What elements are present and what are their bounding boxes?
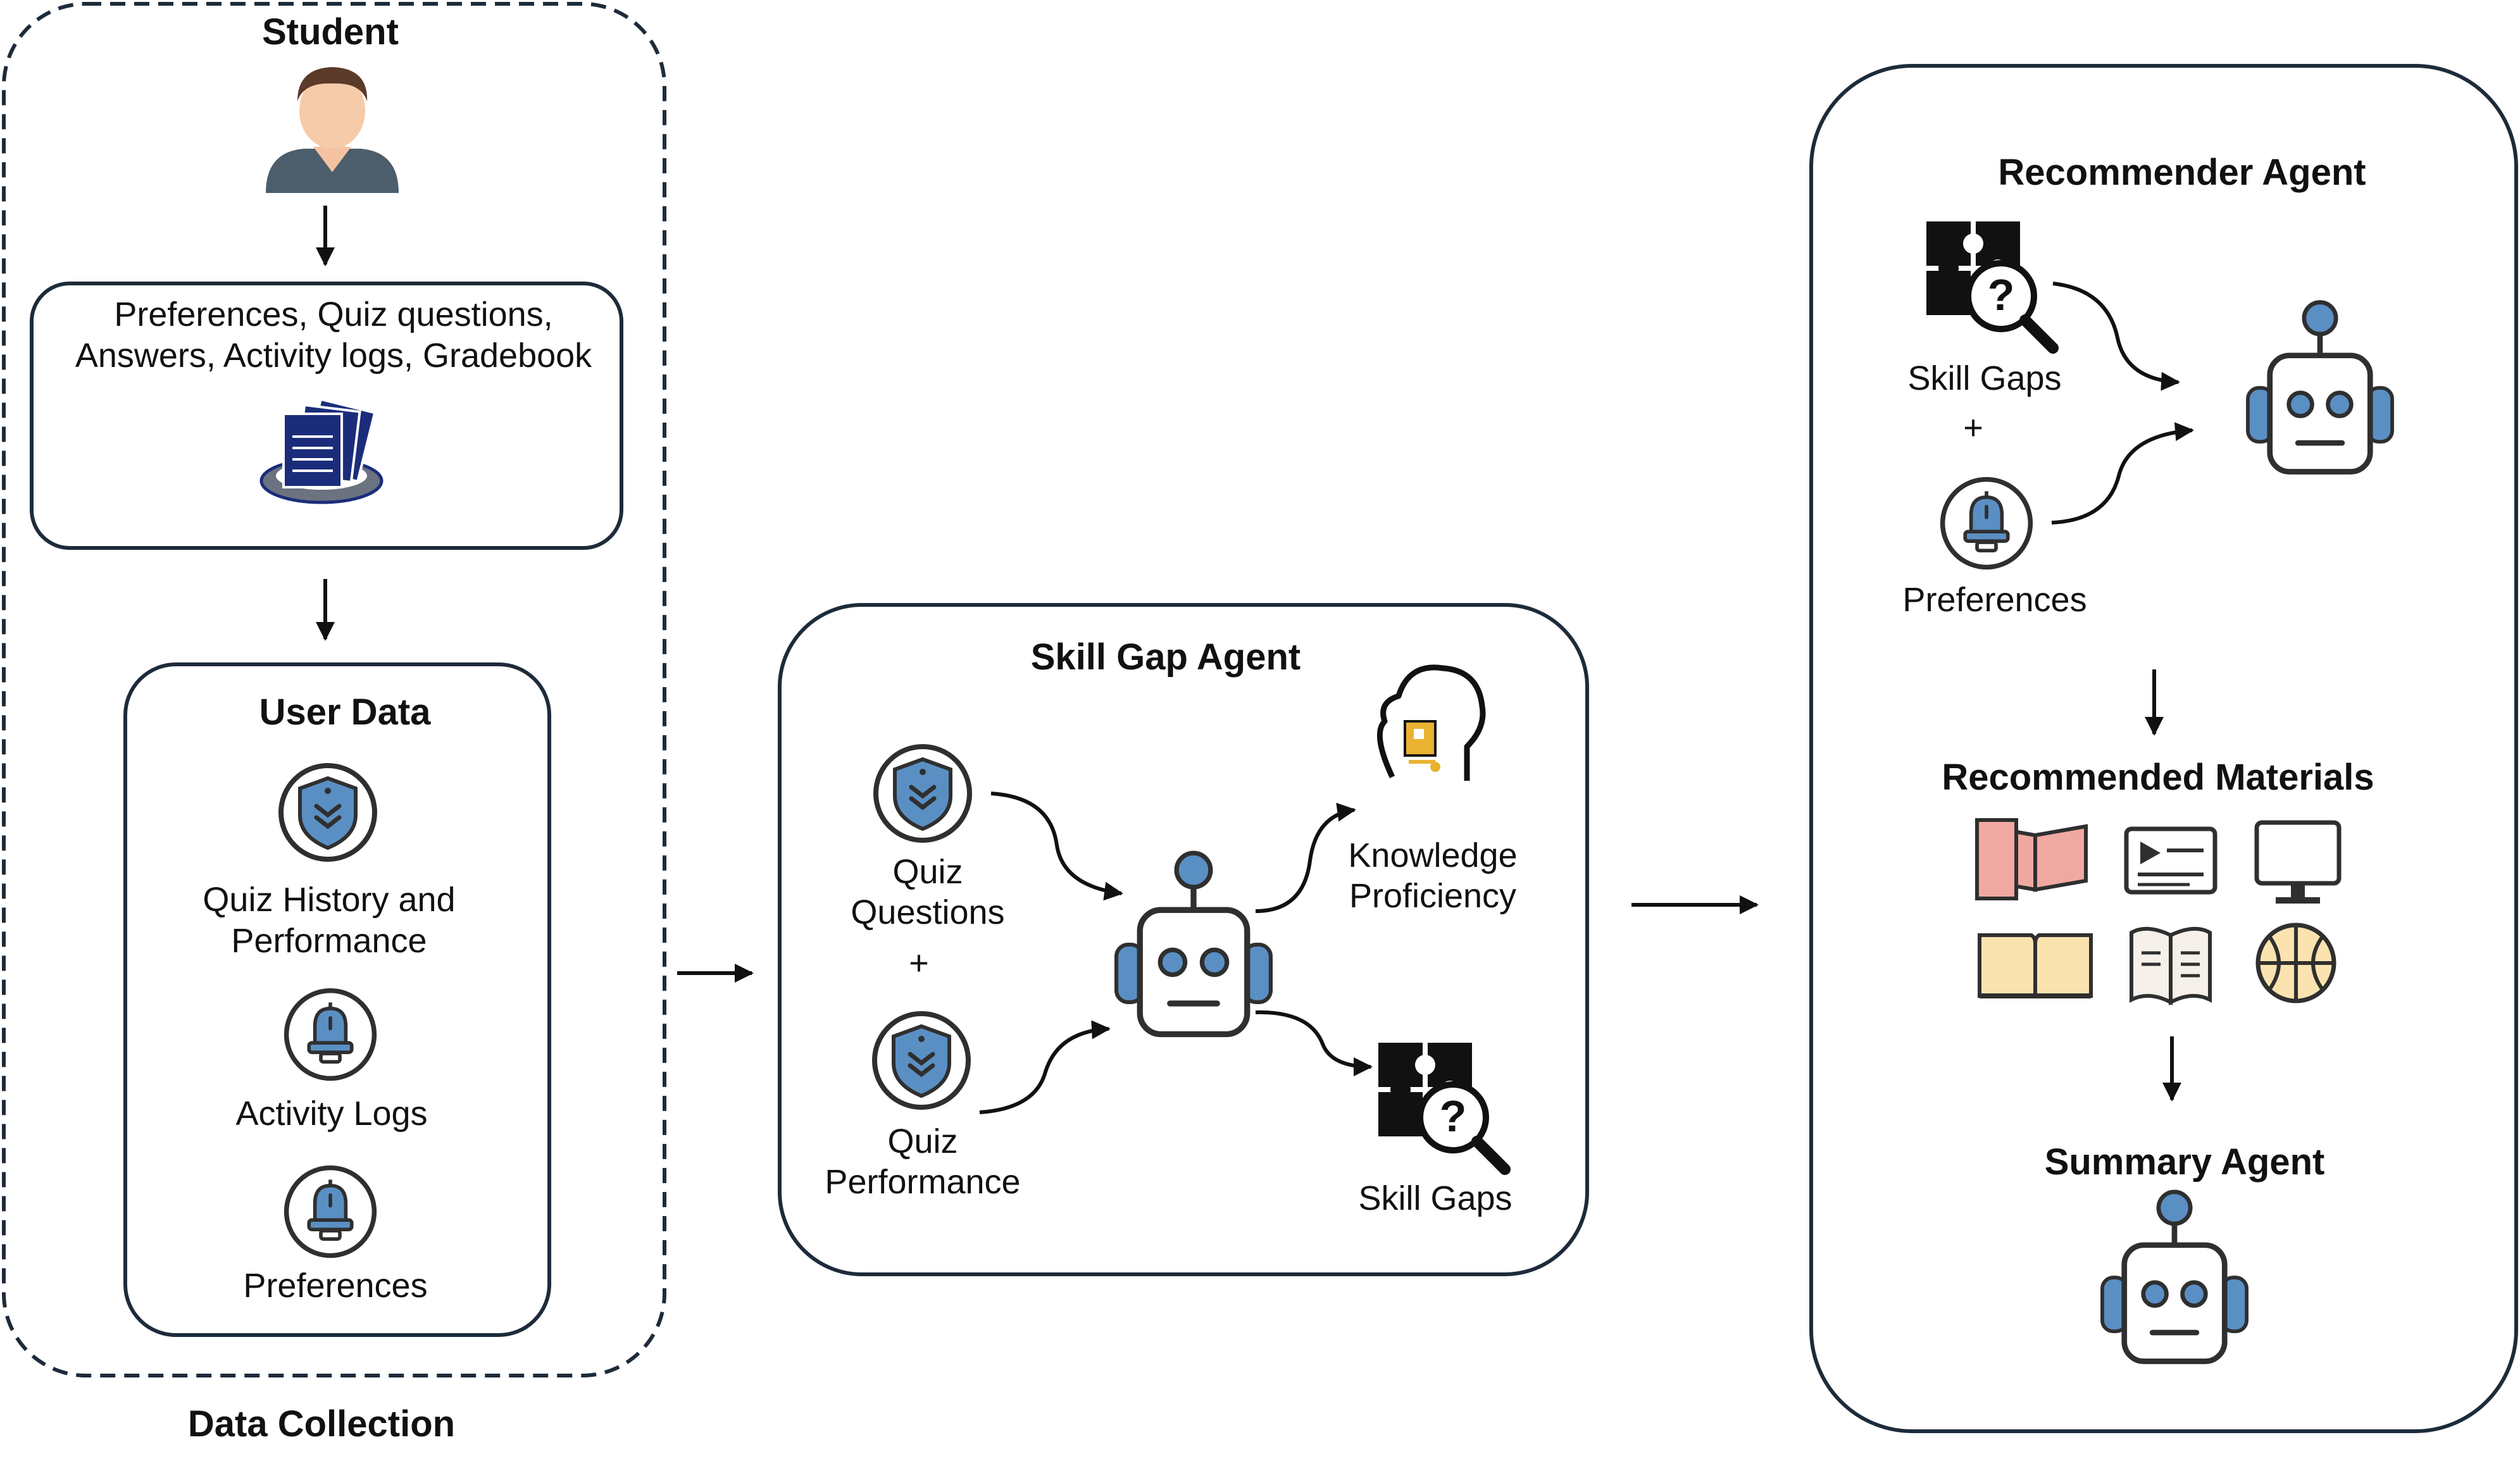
- input-quiz-performance-line1: Quiz: [887, 1122, 957, 1160]
- arrow-robot-to-proficiency: [1255, 802, 1356, 913]
- summary-agent-title: Summary Agent: [2045, 1141, 2325, 1183]
- user-data-item-3: Preferences: [243, 1267, 427, 1305]
- recommender-panel: Recommender Agent Skill Gaps + Preferenc…: [1809, 64, 2518, 1433]
- shield-badge-icon: [281, 766, 375, 859]
- user-data-item-1-line1: Quiz History and: [203, 881, 455, 919]
- user-data-item-2: Activity Logs: [235, 1095, 427, 1133]
- user-data-item-1-line2: Performance: [231, 922, 427, 960]
- recommender-input-preferences: Preferences: [1902, 581, 2086, 619]
- output-skill-gaps: Skill Gaps: [1358, 1179, 1512, 1217]
- reading-book-icon: [2130, 926, 2212, 1005]
- ball-icon: [2255, 923, 2336, 1004]
- bell-badge-icon: [287, 1168, 375, 1256]
- open-book-icon: [1978, 933, 2093, 998]
- input-quiz-questions-line2: Questions: [851, 893, 1004, 931]
- student-avatar-icon: [266, 67, 399, 193]
- shield-badge-icon: [875, 1014, 968, 1107]
- recommended-materials-title: Recommended Materials: [1942, 757, 2374, 798]
- arrow-skillgaps-to-recommender-robot: [2052, 282, 2180, 391]
- brain-book-icon: [1376, 664, 1486, 781]
- recommender-box: [1809, 64, 2518, 1433]
- bell-badge-icon: [1943, 480, 2031, 568]
- data-collection-title: Data Collection: [188, 1403, 455, 1445]
- skill-gap-agent-title: Skill Gap Agent: [1031, 637, 1301, 678]
- documents-stack-icon: [259, 397, 384, 504]
- arrow-robot-to-skillgaps: [1255, 1010, 1373, 1076]
- plus-sign: +: [1963, 409, 1983, 447]
- student-label: Student: [262, 11, 399, 53]
- sources-text-line1: Preferences, Quiz questions,: [114, 295, 552, 333]
- video-slide-icon: [2124, 826, 2217, 895]
- data-collection-border: [2, 2, 666, 1377]
- input-quiz-questions-line1: Quiz: [892, 853, 963, 891]
- arrow-questions-to-robot: [990, 792, 1123, 901]
- shield-badge-icon: [876, 747, 970, 840]
- arrow-performance-to-robot: [979, 1020, 1111, 1114]
- recommender-title: Recommender Agent: [1998, 152, 2366, 193]
- input-quiz-performance-line2: Performance: [825, 1163, 1020, 1201]
- arrow-preferences-to-recommender-robot: [2051, 422, 2194, 525]
- flag-book-icon: [1975, 818, 2088, 900]
- bell-badge-icon: [287, 991, 375, 1079]
- output-knowledge-line1: Knowledge: [1348, 836, 1517, 874]
- skill-gap-agent-panel: Skill Gap Agent Quiz Questions + Quiz Pe…: [778, 603, 1589, 1276]
- output-knowledge-line2: Proficiency: [1349, 877, 1516, 915]
- recommender-input-skill-gaps: Skill Gaps: [1907, 359, 2061, 397]
- sources-text-line2: Answers, Activity logs, Gradebook: [75, 337, 592, 375]
- user-data-title: User Data: [259, 692, 432, 733]
- monitor-icon: [2254, 820, 2342, 904]
- plus-sign: +: [909, 944, 929, 982]
- data-collection-panel: Student Preferences, Quiz questions, Ans…: [2, 2, 666, 1445]
